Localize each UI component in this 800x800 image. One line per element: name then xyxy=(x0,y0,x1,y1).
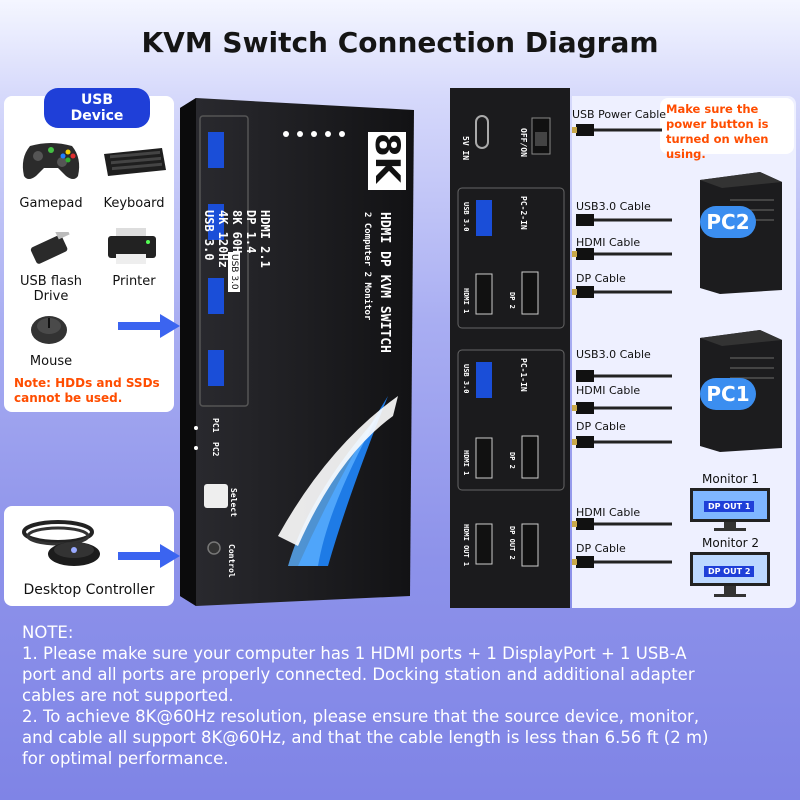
hdd-note: Note: HDDs and SSDs cannot be used. xyxy=(14,376,160,405)
rear-dp2-pc2-label: DP 2 xyxy=(508,292,516,309)
pc2-label: PC2 xyxy=(700,206,756,238)
hdmi-cable-label: HDMI Cable xyxy=(576,384,641,397)
rear-pc2-in-label: PC-2-IN xyxy=(519,196,528,230)
monitor2-label: Monitor 2 xyxy=(702,536,760,550)
dp-cable-label: DP Cable xyxy=(576,542,626,555)
front-control-label: Control xyxy=(227,544,236,578)
gamepad-label: Gamepad xyxy=(19,196,83,211)
notes-line: cables are not supported. xyxy=(22,686,234,705)
usb30-cable-label: USB3.0 Cable xyxy=(576,200,651,213)
kvm-front-device xyxy=(180,98,414,606)
cables xyxy=(572,124,672,568)
usb-flash-icon xyxy=(30,232,70,264)
pc1-label: PC1 xyxy=(700,378,756,410)
notes: NOTE: 1. Please make sure your computer … xyxy=(22,622,782,769)
hdmi-cable-label: HDMI Cable xyxy=(576,236,641,249)
power-note: Make sure the power button is turned on … xyxy=(666,102,769,161)
usb-device-badge: USB Device xyxy=(44,88,150,128)
usb-power-cable-label: USB Power Cable xyxy=(572,108,667,121)
power-note-card xyxy=(660,98,794,154)
notes-line: for optimal performance. xyxy=(22,749,229,768)
front-product-name: HDMI DP KVM SWITCH xyxy=(377,212,392,353)
rear-hdmi1-pc1-label: HDMI 1 xyxy=(462,450,470,476)
dp-cable-label: DP Cable xyxy=(576,420,626,433)
front-subtitle: 2 Computer 2 Monitor xyxy=(362,212,372,321)
notes-line: 1. Please make sure your computer has 1 … xyxy=(22,644,687,663)
keyboard-label: Keyboard xyxy=(103,196,165,211)
usb30-cable-label: USB3.0 Cable xyxy=(576,348,651,361)
page-title: KVM Switch Connection Diagram xyxy=(141,26,659,59)
monitor1-screen: DP OUT 1 xyxy=(704,501,755,512)
front-spec-item: DP 1.4 xyxy=(244,210,258,254)
rear-hdmi-out1-label: HDMI OUT 1 xyxy=(462,524,470,567)
rear-5v-label: 5V IN xyxy=(461,136,470,161)
front-usb-ports xyxy=(199,115,249,407)
keyboard-icon xyxy=(104,148,166,176)
notes-line: port and all ports are properly connecte… xyxy=(22,665,695,684)
hdmi-cable-label: HDMI Cable xyxy=(576,506,641,519)
front-usb-label: USB 3.0 xyxy=(228,252,240,292)
front-spec-item: HDMI 2.1 xyxy=(258,210,272,268)
rear-onoff-label: OFF/ON xyxy=(519,128,528,157)
rear-usb30-pc2-label: USB 3.0 xyxy=(462,202,470,232)
gamepad-icon xyxy=(22,143,80,179)
notes-heading: NOTE: xyxy=(22,623,74,642)
front-8k-badge: 8K xyxy=(367,132,408,184)
monitor1-label: Monitor 1 xyxy=(702,472,760,486)
arrow-usb-icon xyxy=(118,314,180,338)
controller-label: Desktop Controller xyxy=(23,582,155,598)
mouse-label: Mouse xyxy=(29,354,73,369)
usb-flash-label: USB flash Drive xyxy=(20,274,82,304)
kvm-rear-device xyxy=(450,88,570,608)
rear-hdmi1-pc2-label: HDMI 1 xyxy=(462,288,470,314)
dp-cable-label: DP Cable xyxy=(576,272,626,285)
rear-pc1-in-label: PC-1-IN xyxy=(519,358,528,392)
front-pc1-label: PC1 xyxy=(211,418,220,433)
monitor2-screen: DP OUT 2 xyxy=(704,566,755,577)
desktop-controller-icon xyxy=(22,520,100,566)
front-select-label[interactable]: Select xyxy=(229,488,238,517)
front-spec-item: USB 3.0 xyxy=(202,210,216,261)
monitor2-icon xyxy=(690,552,770,597)
mouse-icon xyxy=(31,316,67,344)
rear-dp-out2-label: DP OUT 2 xyxy=(508,526,516,560)
notes-line: and cable all support 8K@60Hz, and that … xyxy=(22,728,709,747)
front-pc2-label: PC2 xyxy=(211,442,220,457)
rear-dp2-pc1-label: DP 2 xyxy=(508,452,516,469)
printer-label: Printer xyxy=(112,274,156,289)
printer-icon xyxy=(108,228,156,264)
notes-line: 2. To achieve 8K@60Hz resolution, please… xyxy=(22,707,700,726)
usb-device-card: USB Device Gamepad Keyboard USB flash Dr… xyxy=(4,88,174,412)
rear-usb30-pc1-label: USB 3.0 xyxy=(462,364,470,394)
arrow-controller-icon xyxy=(118,544,180,568)
